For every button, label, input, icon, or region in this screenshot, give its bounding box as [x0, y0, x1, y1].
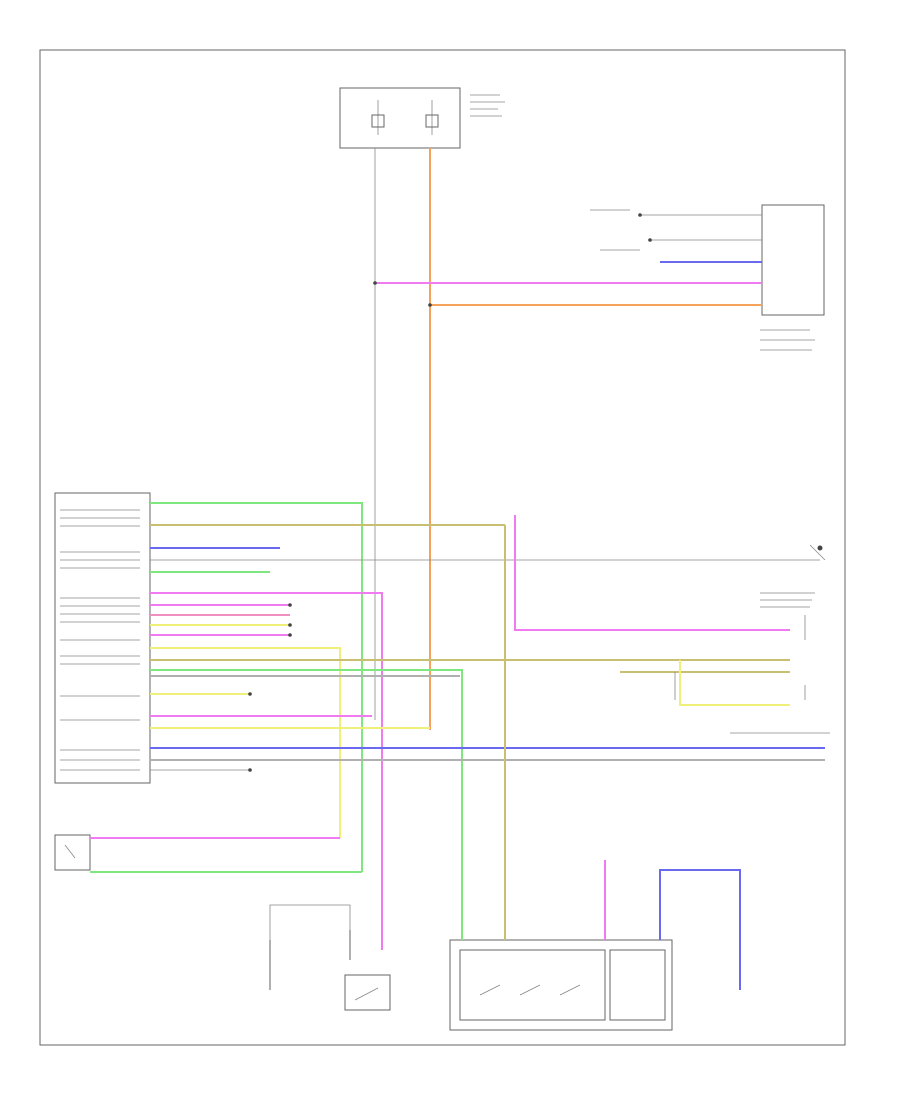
cluster-wires [150, 502, 825, 950]
switch-icon [344, 974, 391, 1011]
bottom-module [449, 525, 741, 1031]
upper-right-module [375, 204, 825, 351]
fuel-sender [54, 834, 362, 873]
instrument-cluster [54, 492, 151, 784]
right-components [514, 515, 830, 734]
diagram-frame [39, 49, 846, 1046]
fuse-module [339, 87, 505, 149]
ground-icon [269, 904, 351, 990]
connector-icon [248, 213, 652, 772]
